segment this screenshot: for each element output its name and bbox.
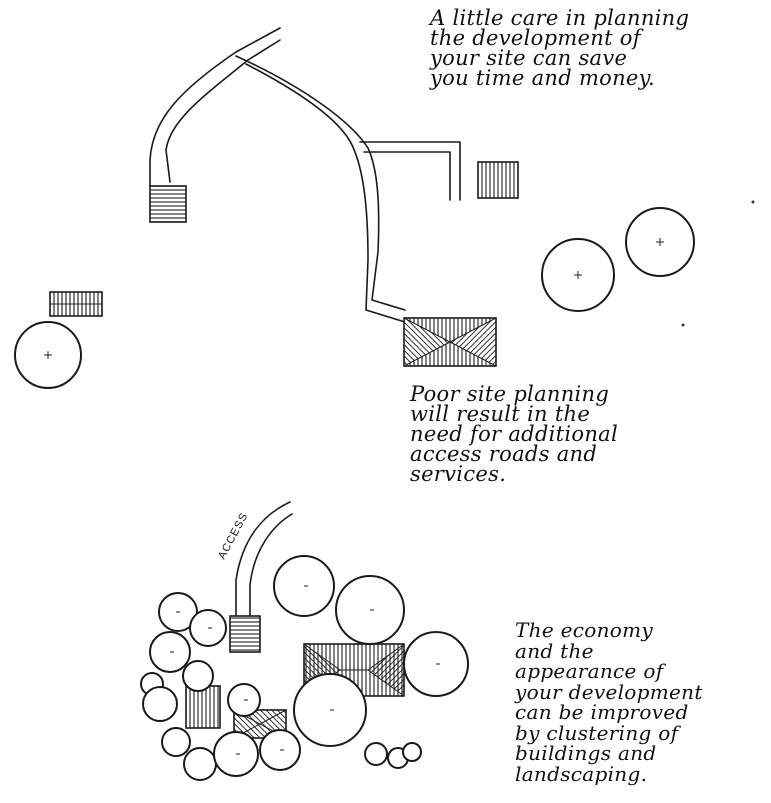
note-line: can be improved: [515, 700, 689, 724]
note-line: you time and money.: [430, 66, 656, 90]
roof-right: [450, 318, 496, 366]
building-west-hatch: [150, 186, 186, 222]
access-road-main: [149, 27, 281, 187]
building-east-hatch: [478, 162, 518, 198]
note-line: your development: [515, 679, 703, 704]
tree-centers: [44, 238, 664, 359]
note-line: landscaping.: [515, 761, 648, 786]
note-clustering: The economy and the appearance of your d…: [515, 620, 703, 784]
clustered-plan: ACCESS: [140, 501, 469, 781]
note-line: will result in the: [410, 402, 591, 426]
note-poor-planning: Poor site planning will result in the ne…: [410, 382, 619, 486]
note-line: the development of: [430, 26, 641, 50]
note-line: by clustering of: [515, 720, 679, 745]
roof-bottom: [404, 342, 496, 366]
access-road-spur: [359, 141, 461, 201]
note-line: Poor site planning: [410, 382, 610, 406]
roof-left: [404, 318, 450, 366]
tree-centers: [170, 585, 440, 755]
access-road-short: [235, 501, 293, 617]
note-line: A little care in planning: [430, 6, 690, 30]
note-line: access roads and: [410, 442, 598, 466]
note-line: your site can save: [430, 46, 628, 70]
note-line: appearance of: [515, 659, 664, 683]
note-line: need for additional: [410, 422, 619, 446]
access-road-branch: [235, 55, 406, 323]
note-line: and the: [515, 638, 594, 663]
note-line: The economy: [515, 618, 653, 642]
roof-top: [404, 318, 496, 342]
poor-planning-plan: [14, 27, 755, 389]
note-line: services.: [410, 462, 507, 486]
note-line: buildings and: [515, 741, 657, 765]
note-planning-care: A little care in planning the developmen…: [430, 6, 690, 90]
access-label: ACCESS: [216, 511, 251, 562]
